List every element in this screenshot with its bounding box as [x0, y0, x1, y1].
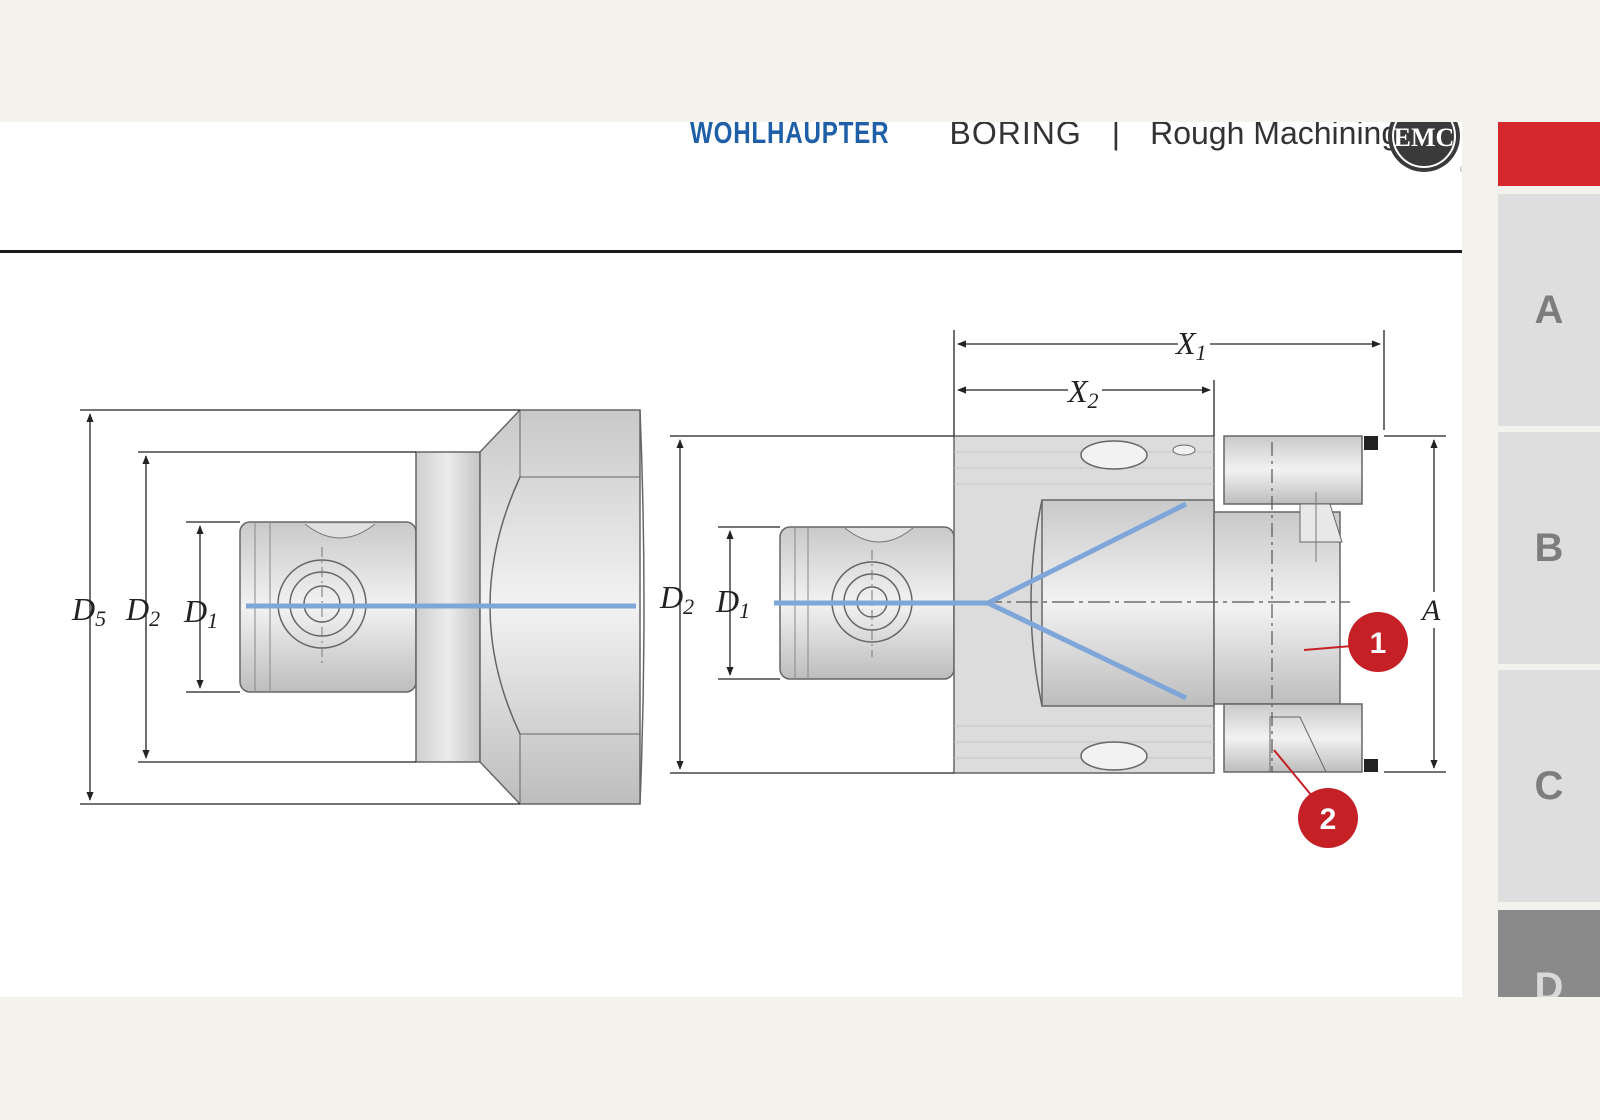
label-d2-left: D2: [125, 591, 160, 631]
tab-b[interactable]: B: [1498, 432, 1600, 664]
logo-lettering: EMC: [1394, 123, 1455, 152]
label-d1-left: D1: [183, 593, 218, 633]
label-d1-right: D1: [715, 583, 750, 623]
label-a: A: [1420, 594, 1441, 627]
left-dimensions: [80, 409, 520, 805]
subsection-title: Rough Machining: [1150, 122, 1400, 151]
label-d5: D5: [71, 591, 106, 631]
callout-1: 1: [1303, 612, 1408, 672]
catalog-page: WOHLHAUPTER BORING | Rough Machining EMC…: [0, 122, 1462, 997]
svg-text:®: ®: [1460, 165, 1462, 174]
label-x1: X1: [1174, 325, 1207, 365]
left-tool-view: [239, 409, 645, 805]
callout-2-number: 2: [1320, 803, 1337, 836]
tab-accent[interactable]: [1498, 122, 1600, 186]
label-x2: X2: [1066, 373, 1099, 413]
header-separator: |: [1111, 122, 1121, 151]
tab-d[interactable]: D: [1498, 910, 1600, 997]
tab-a[interactable]: A: [1498, 194, 1600, 426]
right-tool-view: [774, 435, 1378, 774]
right-dimensions: [670, 330, 1446, 774]
callout-1-number: 1: [1370, 627, 1387, 660]
emc-logo-icon: EMC ®: [1388, 122, 1462, 174]
brand-name: WOHLHAUPTER: [690, 122, 890, 150]
boring-head-diagram: D5 D2 D1: [71, 325, 1446, 848]
section-tabs: A B C D: [1498, 122, 1600, 997]
tab-c[interactable]: C: [1498, 670, 1600, 902]
page-header: WOHLHAUPTER BORING | Rough Machining: [690, 122, 1399, 158]
callout-2: 2: [1273, 749, 1358, 848]
label-d2-right: D2: [659, 579, 694, 619]
header-rule: [0, 250, 1462, 253]
section-title: BORING: [949, 122, 1082, 151]
